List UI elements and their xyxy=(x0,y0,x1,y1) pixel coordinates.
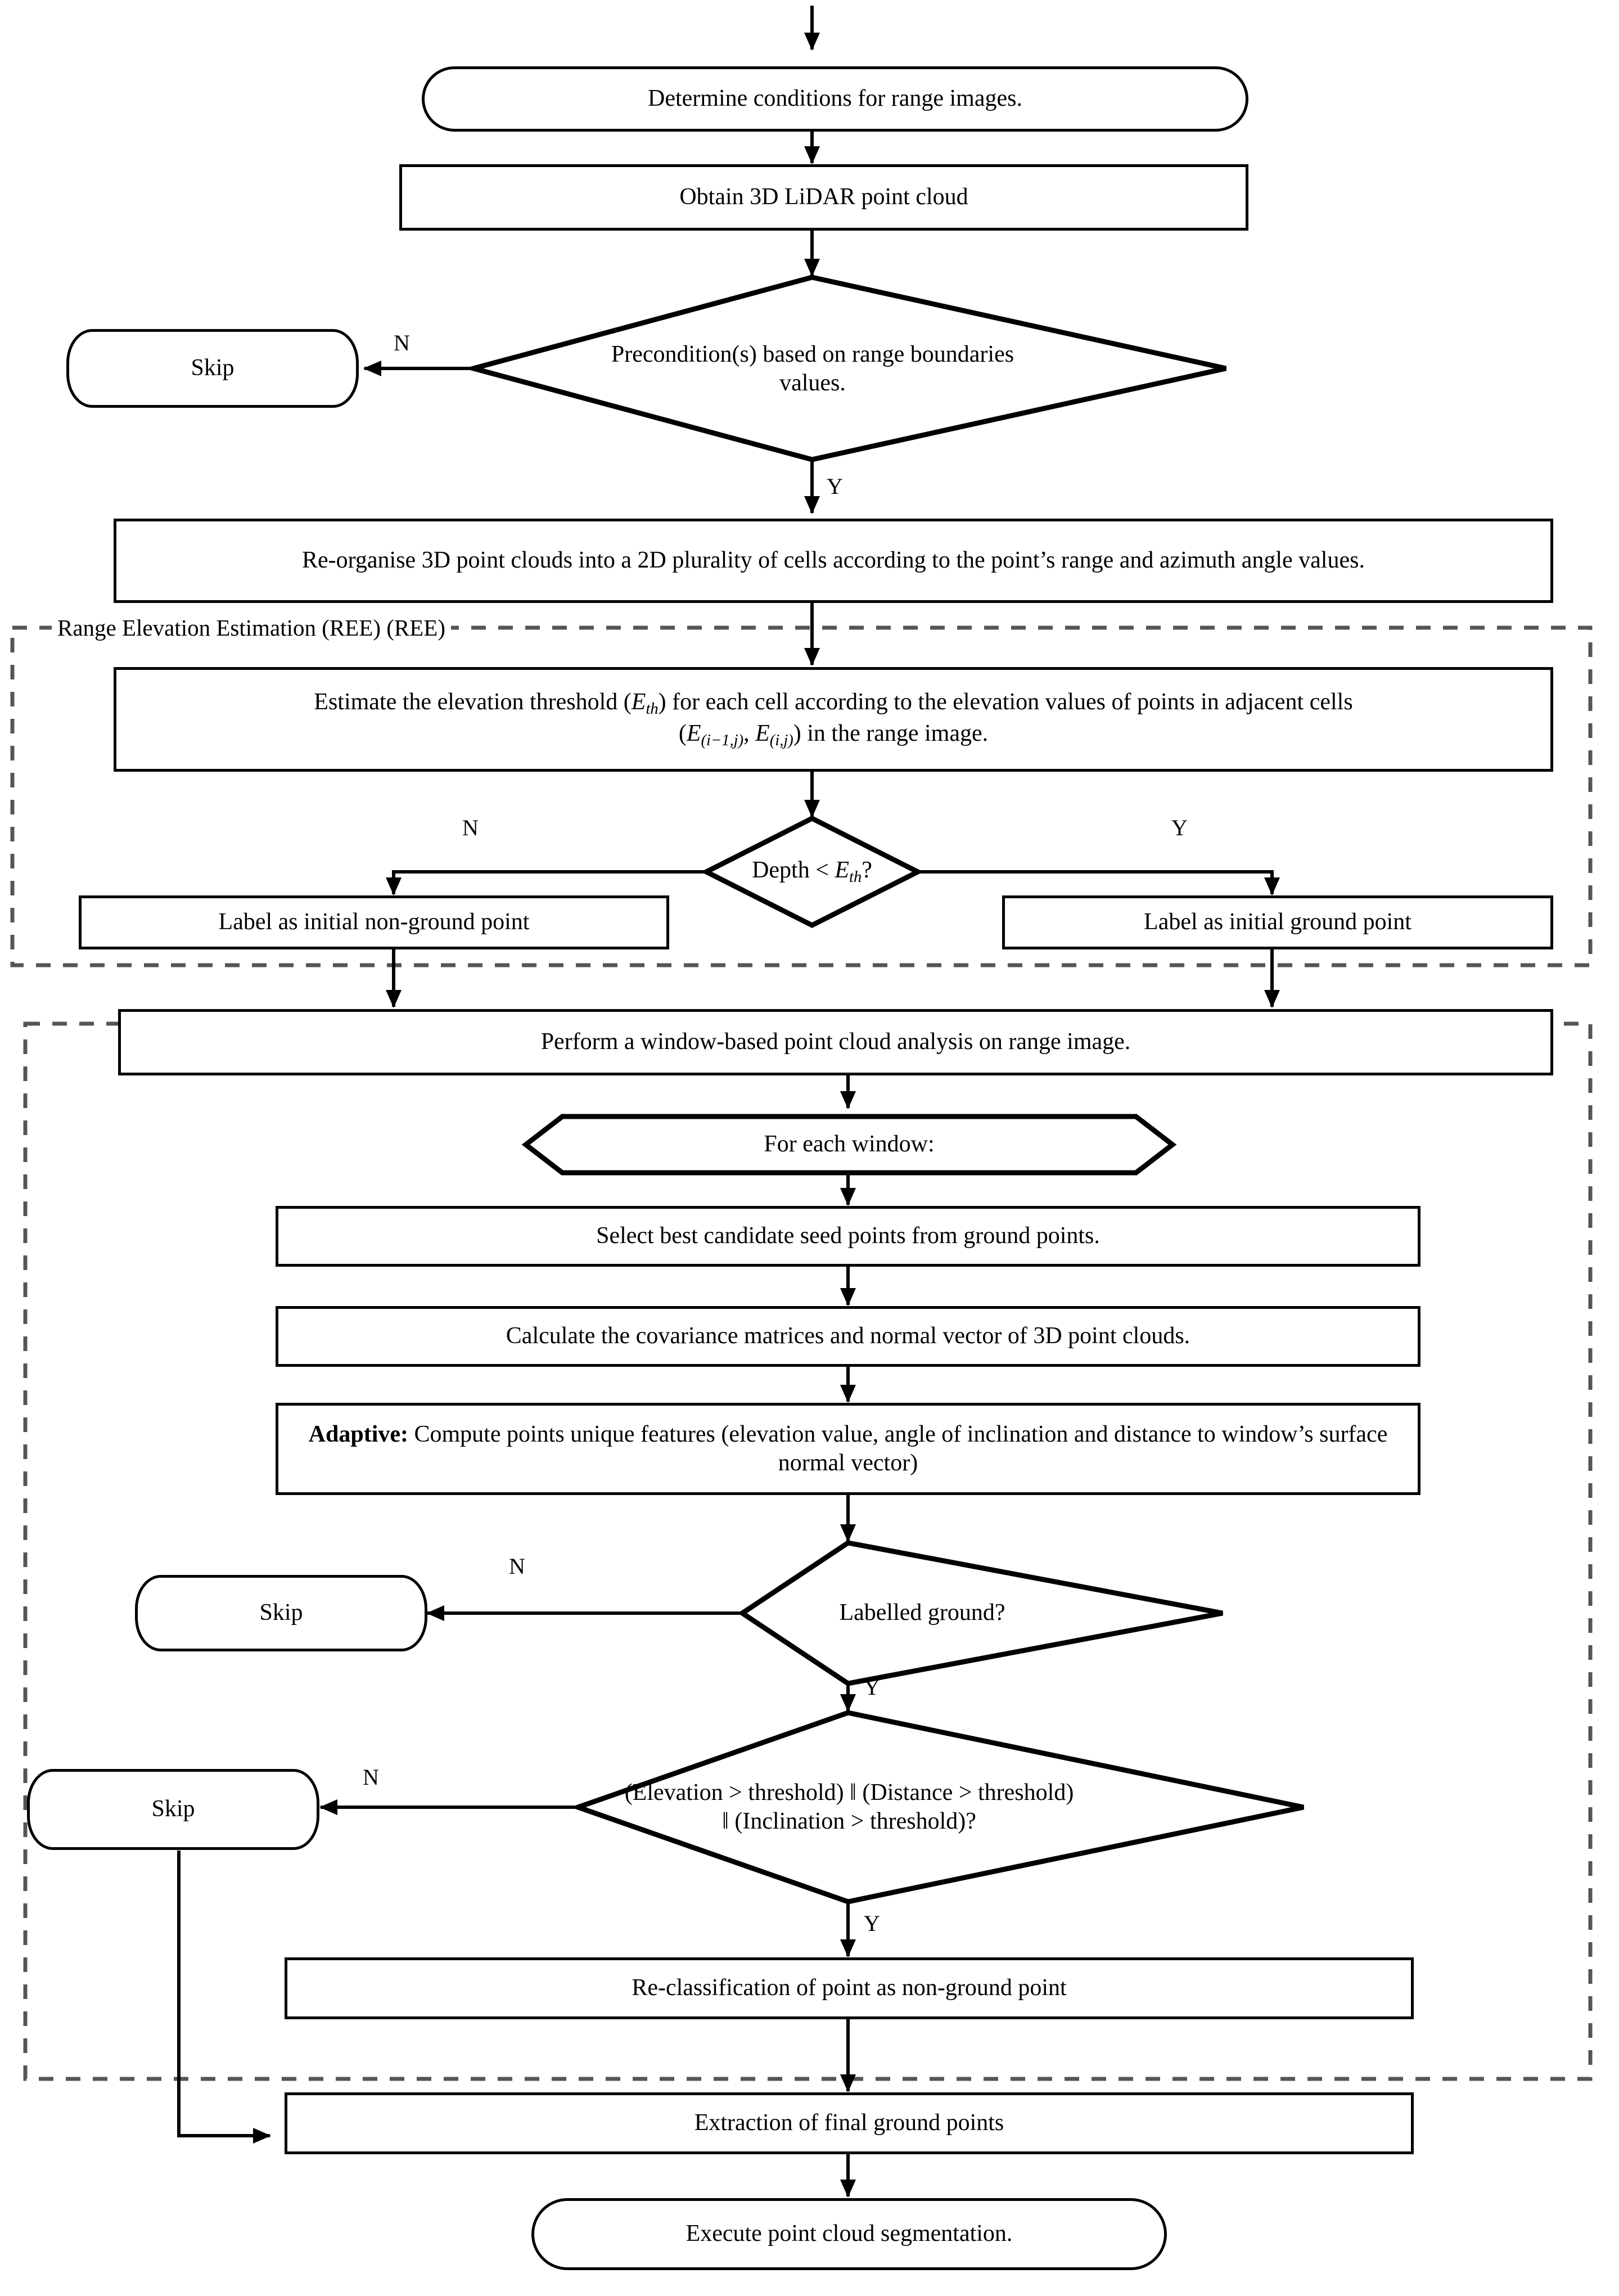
node-process-label-ground[interactable]: Label as initial ground point xyxy=(1002,895,1553,949)
hexagon-shape-foreach xyxy=(521,1114,1177,1176)
node-skip-labelled-ground[interactable]: Skip xyxy=(135,1575,427,1651)
node-label: Obtain 3D LiDAR point cloud xyxy=(679,184,968,210)
node-process-estimate[interactable]: Estimate the elevation threshold (Eth) f… xyxy=(114,667,1553,772)
node-label: For each window: xyxy=(764,1131,935,1158)
node-decision-labelled-ground[interactable]: Labelled ground? xyxy=(748,1595,1097,1631)
node-label: Select best candidate seed points from g… xyxy=(596,1223,1100,1249)
node-process-reorganise[interactable]: Re-organise 3D point clouds into a 2D pl… xyxy=(114,519,1553,603)
node-label: Depth < Eth? xyxy=(752,856,872,888)
node-label: Adaptive: Compute points unique features… xyxy=(278,1420,1418,1478)
edge-label-text: N xyxy=(363,1764,379,1790)
estimate-part-b: ) for each cell according to the elevati… xyxy=(658,689,1353,715)
edge-label-precondition-yes: Y xyxy=(827,475,843,498)
edge-label-text: N xyxy=(394,330,410,355)
node-decision-thresholds[interactable]: (Elevation > threshold) ‖ (Distance > th… xyxy=(619,1743,1080,1872)
node-label: Calculate the covariance matrices and no… xyxy=(506,1323,1190,1349)
edge-label-text: Y xyxy=(827,474,843,499)
node-hexagon-foreach-window[interactable]: For each window: xyxy=(562,1127,1136,1163)
depth-part-a: Depth < xyxy=(752,857,835,884)
edge-label-text: Y xyxy=(864,1674,880,1700)
depth-sub-th: th xyxy=(849,868,862,886)
edge-label-thresholds-no: N xyxy=(363,1766,379,1789)
node-decision-depth[interactable]: Depth < Eth? xyxy=(710,854,914,890)
node-label: Labelled ground? xyxy=(839,1600,1005,1626)
node-process-reclassification[interactable]: Re-classification of point as non-ground… xyxy=(285,1957,1414,2019)
edge-label-labelled-no: N xyxy=(509,1555,525,1578)
estimate-l2-sub1: (i−1,j) xyxy=(701,731,744,749)
node-process-covariance-normal[interactable]: Calculate the covariance matrices and no… xyxy=(276,1306,1420,1367)
edge-depth-nonground xyxy=(386,870,707,895)
decision-shape-thresholds xyxy=(570,1710,1304,1905)
edge-label-text: N xyxy=(462,815,479,840)
edge-label-thresholds-yes: Y xyxy=(864,1912,880,1935)
estimate-sub-th: th xyxy=(646,700,659,718)
node-label: Skip xyxy=(151,1796,195,1822)
node-process-extraction-final-ground[interactable]: Extraction of final ground points xyxy=(285,2092,1414,2154)
node-process-adaptive-features[interactable]: Adaptive: Compute points unique features… xyxy=(276,1403,1420,1495)
edge-label-text: N xyxy=(509,1554,525,1579)
node-label: Determine conditions for range images. xyxy=(648,85,1022,112)
node-terminator-start[interactable]: Determine conditions for range images. xyxy=(422,66,1248,132)
estimate-l2-var2: E xyxy=(755,721,770,746)
edge-label-text: Y xyxy=(864,1911,880,1936)
node-label: Perform a window-based point cloud analy… xyxy=(540,1029,1131,1055)
adaptive-text: Compute points unique features (elevatio… xyxy=(408,1421,1388,1476)
edge-label-depth-yes: Y xyxy=(1171,817,1188,839)
node-label: Re-organise 3D point clouds into a 2D pl… xyxy=(302,547,1365,574)
adaptive-bold-prefix: Adaptive: xyxy=(308,1421,408,1447)
node-label: (Elevation > threshold) ‖ (Distance > th… xyxy=(624,1779,1074,1834)
estimate-l2-sub2: (i,j) xyxy=(769,731,793,749)
node-skip-thresholds[interactable]: Skip xyxy=(27,1769,319,1850)
node-decision-precondition[interactable]: Precondition(s) based on range boundarie… xyxy=(607,329,1018,409)
estimate-l2-close: ) in the range image. xyxy=(793,721,989,746)
depth-part-b: ? xyxy=(862,857,872,884)
edge-skip3-extraction xyxy=(177,1851,271,2144)
edge-depth-ground xyxy=(917,870,1280,895)
node-label: Label as initial ground point xyxy=(1144,909,1411,935)
node-process-obtain[interactable]: Obtain 3D LiDAR point cloud xyxy=(399,164,1248,231)
node-terminator-execute[interactable]: Execute point cloud segmentation. xyxy=(531,2198,1167,2270)
estimate-part-a: Estimate the elevation threshold ( xyxy=(314,689,632,715)
node-label: Re-classification of point as non-ground… xyxy=(632,1975,1067,2001)
decision-shape-precondition xyxy=(463,274,1226,462)
node-process-label-nonground[interactable]: Label as initial non-ground point xyxy=(79,895,669,949)
estimate-var-E: E xyxy=(631,689,646,715)
node-label: Label as initial non-ground point xyxy=(218,909,530,935)
group-box-ree xyxy=(10,625,1593,967)
estimate-l2-open: ( xyxy=(678,721,687,746)
node-process-select-seed-points[interactable]: Select best candidate seed points from g… xyxy=(276,1206,1420,1267)
edge-label-labelled-yes: Y xyxy=(864,1676,880,1699)
edge-label-depth-no: N xyxy=(462,817,479,839)
decision-shape-labelled xyxy=(737,1540,1223,1686)
group-label-ree: Range Elevation Estimation (REE) (REE) xyxy=(52,616,451,640)
estimate-l2-mid: , xyxy=(743,721,756,746)
edge-label-precondition-no: N xyxy=(394,332,410,354)
estimate-l2-var1: E xyxy=(686,721,701,746)
node-label: Estimate the elevation threshold (Eth) f… xyxy=(116,688,1550,751)
decision-shape-depth xyxy=(701,815,923,929)
edge-label-text: Y xyxy=(1171,815,1188,840)
node-skip-precondition[interactable]: Skip xyxy=(66,329,359,408)
node-label: Precondition(s) based on range boundarie… xyxy=(611,341,1014,396)
node-label: Extraction of final ground points xyxy=(694,2110,1004,2136)
node-label: Skip xyxy=(259,1600,303,1626)
node-process-perform-window-analysis[interactable]: Perform a window-based point cloud analy… xyxy=(118,1009,1553,1075)
node-label: Skip xyxy=(191,355,234,381)
depth-var-E: E xyxy=(835,857,850,884)
group-label-text: Range Elevation Estimation (REE) (REE) xyxy=(57,615,445,641)
group-box-window xyxy=(23,1021,1593,2081)
node-label: Execute point cloud segmentation. xyxy=(686,2221,1013,2247)
